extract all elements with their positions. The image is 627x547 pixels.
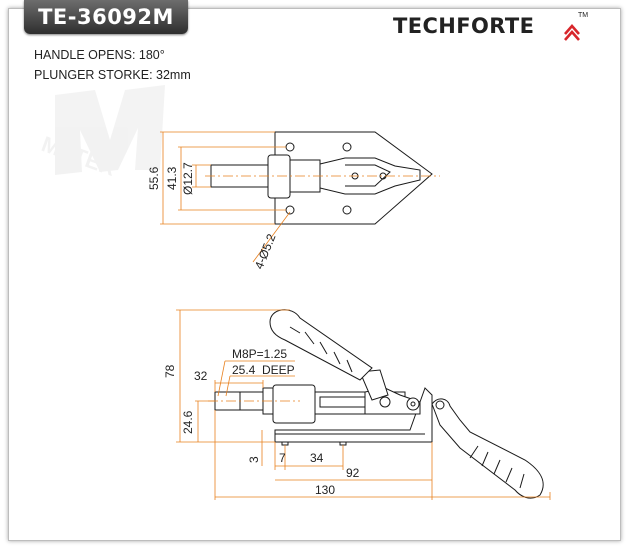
dim-overall-height: 55.6 (147, 166, 161, 190)
dim-hole-spacing-34: 34 (310, 451, 324, 465)
dim-thread-depth-label: DEEP (262, 363, 295, 377)
top-view-dimensions (160, 131, 291, 263)
side-foot (281, 441, 289, 446)
model-badge: TE-36092M (24, 0, 188, 34)
handle-pivot (435, 400, 445, 410)
top-linkage-inner (345, 164, 391, 187)
trademark-mark: TM (578, 12, 589, 19)
mount-hole (342, 142, 352, 152)
top-plunger-body (267, 154, 291, 199)
link-pin-center (410, 401, 416, 407)
dim-hole-offset: 7 (279, 451, 286, 465)
side-slot (319, 396, 366, 408)
dim-plunger-length: 32 (194, 369, 208, 383)
leader-mount-holes (252, 211, 291, 263)
drawing-sheet (8, 8, 621, 541)
watermark-logo: METER (38, 85, 165, 181)
dim-thread: M8P=1.25 (232, 347, 287, 361)
handle-grip (269, 309, 373, 381)
dim-base-thickness: 3 (247, 456, 261, 463)
spec-handle-opens: HANDLE OPENS: 180° (34, 48, 165, 62)
dim-plunger-height: 24.6 (181, 410, 195, 434)
side-body (272, 384, 316, 424)
side-handle-arm (359, 369, 389, 401)
dim-height-78: 78 (163, 364, 177, 378)
dim-mount-holes: 4-Ø5.2 (252, 232, 279, 272)
spec-plunger-stroke: PLUNGER STORKE: 32mm (34, 68, 191, 82)
link-pin (379, 396, 391, 408)
dim-overall-length: 130 (315, 483, 335, 497)
brand-chevron-icon (564, 24, 580, 41)
dim-plunger-diameter: Ø12.7 (181, 162, 195, 195)
top-view (205, 131, 440, 225)
dim-thread-depth-value: 25.4 (232, 363, 256, 377)
dim-hole-spacing: 41.3 (165, 166, 179, 190)
side-foot (339, 441, 347, 446)
side-view (208, 309, 544, 499)
side-view-dimensions (176, 309, 551, 500)
brand-logo-text: TECHFORTE (393, 14, 535, 38)
handle-open-position (431, 398, 544, 499)
dim-base-length: 92 (346, 466, 360, 480)
mount-hole (342, 205, 352, 215)
